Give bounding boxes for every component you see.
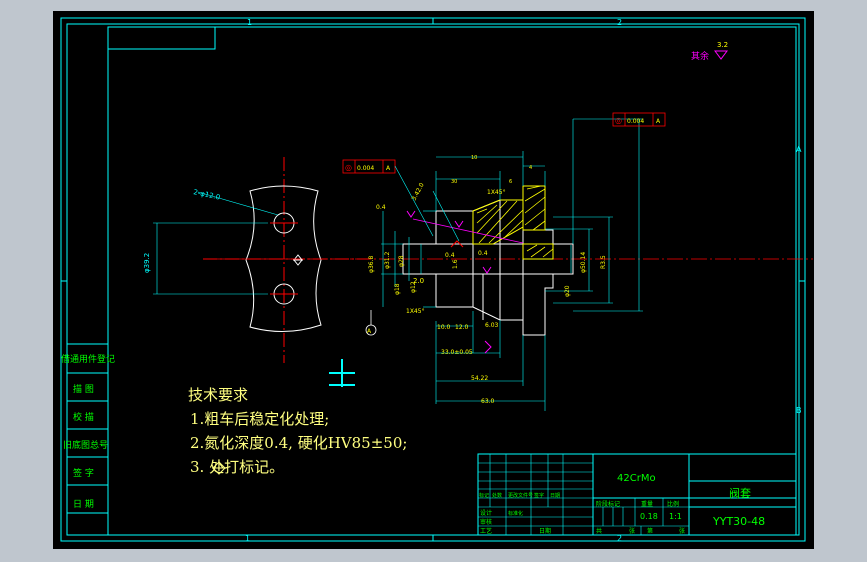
drawing-number: YYT30-48 [712, 515, 765, 528]
side-block-1: 描 图 [73, 383, 94, 395]
tol-2-datum: A [656, 118, 661, 125]
notes-line-1: 1.粗车后稳定化处理; [190, 410, 329, 428]
cross-mark [329, 359, 355, 387]
rough-d: 0.4 [445, 252, 455, 259]
rough-a: 0.4 [376, 204, 386, 211]
title-block [477, 453, 797, 536]
side-block-3: 旧底图总号 [63, 439, 108, 451]
roughness-symbol-icon [714, 50, 728, 60]
tol-1-value: 0.004 [357, 165, 374, 172]
scale-value: 1:1 [669, 512, 682, 521]
role-process: 工艺 [480, 527, 492, 535]
rev-col-count: 处数 [492, 492, 502, 499]
dim-33: 33.0±0.05 [441, 349, 473, 356]
role-review: 审核 [480, 518, 492, 526]
tol-2-value: 0.004 [627, 118, 644, 125]
dim-chamfer-top: 1X45° [487, 189, 506, 196]
dim-6-03: 6.03 [485, 322, 499, 329]
dim-hole: 2-φ12.0 [193, 188, 221, 201]
dim-angle: 3.42.0 [411, 182, 426, 202]
dim-d-f: φ20 [564, 285, 571, 297]
rev-col-doc: 更改文件号 [508, 492, 533, 499]
side-block [66, 343, 109, 536]
dim-30: 30 [451, 179, 457, 185]
material: 42CrMo [617, 473, 656, 484]
dim-d-a: φ36.8 [368, 256, 375, 274]
dim-chamfer-bottom: 1X45° [406, 308, 425, 315]
tol-1-datum: A [386, 165, 391, 172]
zone-bottom-2: 2 [617, 534, 622, 543]
zone-bottom-1: 1 [245, 534, 250, 543]
zone-right-b: B [796, 406, 802, 415]
role-design: 设计 [480, 509, 492, 517]
zone-top-2: 2 [617, 18, 622, 27]
datum-label: A [367, 328, 372, 335]
role-standard: 标准化 [508, 510, 523, 517]
side-block-4: 签 字 [73, 467, 94, 479]
zone-top-1: 1 [247, 18, 252, 27]
tol-1-symbol: ◎ [345, 163, 352, 172]
stage-mark-header: 阶段标记 [596, 500, 620, 508]
dim-d-b: φ31.2 [384, 252, 391, 270]
scale-header: 比例 [667, 500, 679, 508]
dim-63: 63.0 [481, 398, 495, 405]
notes-line-3: 3. 处打标记。 [190, 458, 284, 476]
rev-col-date: 日期 [550, 493, 560, 499]
weight-value: 0.18 [640, 512, 658, 521]
dim-2-0: 2.0 [413, 277, 424, 285]
date-label: 日期 [539, 527, 551, 535]
drawing-canvas: 1 2 A B 1 2 其余 3.2 2-φ12.0 φ39.2 [60, 17, 813, 543]
rough-c: 1.6 [452, 259, 459, 269]
sheet-unit-b: 张 [679, 527, 685, 535]
weight-header: 重量 [641, 500, 653, 508]
dim-10: 10.0 [437, 324, 451, 331]
dim-top-a: 10 [471, 155, 477, 161]
part-name: 阀套 [729, 486, 751, 500]
dim-top-b: 6 [509, 179, 512, 185]
outer-frame [60, 17, 806, 542]
rev-col-mark: 标记 [479, 492, 489, 499]
side-block-5: 日 期 [73, 499, 94, 510]
top-left-tab [108, 27, 216, 50]
roughness-label: 其余 [691, 50, 709, 62]
drawing-border [107, 26, 797, 536]
dim-d-e: φ12 [410, 281, 417, 293]
side-block-2: 校 描 [73, 411, 94, 423]
rough-b: 0.4 [478, 250, 488, 257]
rev-col-sign: 签字 [534, 492, 544, 499]
tolerance-frame-2 [612, 112, 666, 127]
dim-left-diameter: φ39.2 [143, 253, 151, 273]
tolerance-frame-1 [342, 159, 434, 237]
dim-d-g: φ50.14 [580, 252, 587, 273]
zone-right-a: A [796, 145, 802, 154]
dim-d-h: R3.5 [600, 255, 607, 269]
dim-12: 12.0 [455, 324, 469, 331]
section-view [211, 118, 813, 411]
cad-drawing-viewport[interactable]: 1 2 A B 1 2 其余 3.2 2-φ12.0 φ39.2 [53, 11, 814, 549]
dim-54: 54.22 [471, 375, 488, 382]
dim-d-c: φ28 [398, 255, 405, 267]
side-block-0: 借通用件登记 [61, 353, 115, 365]
notes-line-2: 2.氮化深度0.4, 硬化HV85±50; [190, 434, 407, 452]
roughness-value: 3.2 [717, 41, 728, 49]
sheet-unit-a: 张 [629, 527, 635, 535]
sheet-index: 第 [647, 527, 653, 535]
tol-2-symbol: ◎ [615, 116, 622, 125]
dim-d-d: φ18 [394, 283, 401, 295]
sheet-total: 共 [596, 527, 602, 535]
notes-title: 技术要求 [188, 386, 248, 404]
front-view [153, 157, 371, 363]
dim-top-c: 4 [529, 165, 532, 171]
